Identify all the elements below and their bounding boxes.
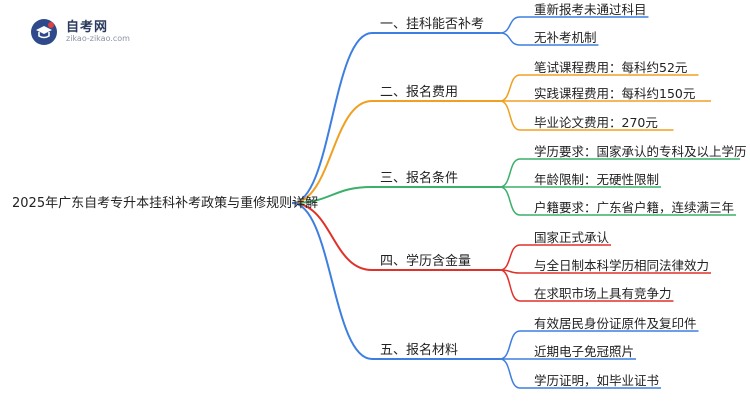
logo-title: 自考网 [66,20,109,35]
branch-label: 五、报名材料 [380,343,459,358]
branch-label: 三、报名条件 [380,171,459,186]
leaf-label: 笔试课程费用：每科约52元 [534,60,688,75]
branch-label: 二、报名费用 [380,85,459,100]
branch-connector [291,202,373,360]
branch-connector [291,202,373,271]
leaf-label: 实践课程费用：每科约150元 [534,86,696,101]
leaf-connector [499,74,521,102]
leaf-label: 学历要求：国家承认的专科及以上学历 [534,144,747,159]
leaf-connector [499,32,521,46]
leaf-label: 户籍要求：广东省户籍，连续满三年 [534,200,735,215]
leaf-connector [499,244,521,271]
leaf-label: 有效居民身份证原件及复印件 [534,316,697,331]
leaf-connector [499,269,521,302]
branch-connector [291,186,373,204]
branch-connector [291,32,373,204]
logo-subtitle: zikao-zikao.com [66,34,130,43]
leaf-connector [499,158,521,188]
leaf-label: 无补考机制 [534,30,597,45]
branch-label: 四、学历含金量 [380,254,472,269]
graduation-cap-icon [31,19,57,45]
leaf-label: 与全日制本科学历相同法律效力 [534,258,710,273]
leaf-connector [499,16,521,34]
leaf-label: 重新报考未通过科目 [534,2,647,17]
leaf-label: 年龄限制：无硬性限制 [534,172,660,187]
branch-label: 一、挂科能否补考 [380,17,485,32]
mindmap-root: 2025年广东自考专升本挂科补考政策与重修规则详解 [12,196,319,211]
site-logo[interactable]: 自考网 zikao-zikao.com [30,12,160,52]
leaf-connector [499,186,521,216]
branch-connector [291,100,373,204]
leaf-label: 国家正式承认 [534,230,610,245]
leaf-label: 在求职市场上具有竞争力 [534,286,672,301]
leaf-connector [499,330,521,360]
leaf-label: 学历证明，如毕业证书 [534,373,660,388]
leaf-label: 近期电子免冠照片 [534,344,635,359]
leaf-label: 毕业论文费用：270元 [534,115,658,130]
leaf-connector [499,358,521,389]
leaf-connector [499,100,521,131]
